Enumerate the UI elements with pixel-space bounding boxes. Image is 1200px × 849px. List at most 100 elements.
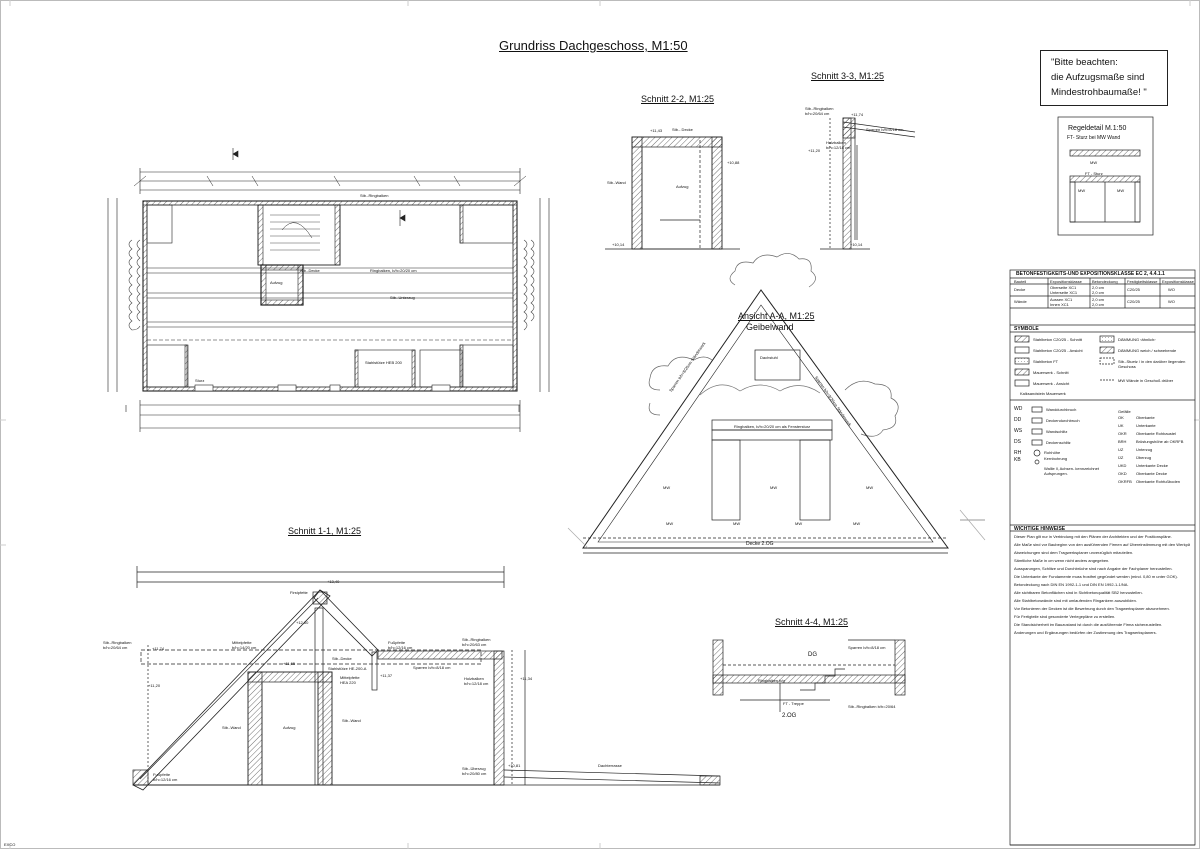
concrete-table-title: BETONFESTIGKEITS-UND EXPOSITIONSKLASSE E… <box>1016 271 1165 277</box>
s2-label: Stb.- Decke <box>672 127 693 132</box>
plan-label: Stb.-Unterzug <box>390 295 415 300</box>
elev-label: MW <box>666 521 674 526</box>
elev-label: MW <box>853 521 861 526</box>
section-4-title: Schnitt 4-4, M1:25 <box>775 617 849 627</box>
s4-label: Ringbalken b/g <box>758 678 785 683</box>
section-4-4 <box>712 639 906 712</box>
elevation-title: Ansicht A-A, M1:25 <box>738 311 815 321</box>
hint-line: Für Fertigteile sind gesonderte Verlegep… <box>1014 614 1116 619</box>
hint-line: Alle sichtbaren Betonflächen sind in Sic… <box>1014 590 1143 595</box>
detail-label-right: MW <box>1117 188 1125 193</box>
hint-line: Abweichungen sind dem Tragwerksplaner un… <box>1014 550 1134 555</box>
abbr-code: UZ <box>1118 447 1124 452</box>
table-header: Betondeckung <box>1092 279 1118 284</box>
hint-line: Die Unterkante der Fundamente muss frost… <box>1014 574 1178 579</box>
title-block <box>1009 269 1196 846</box>
s1-level: +11,37 <box>380 673 393 678</box>
section-1-title: Schnitt 1-1, M1:25 <box>288 526 362 536</box>
hint-line: Änderungen und Ergänzungen bedürfen der … <box>1014 630 1157 635</box>
s1-label: Fußpfette b/h=12/16 cm <box>153 772 178 782</box>
table-cell: C20/25 <box>1127 287 1140 292</box>
abbr-code: OKD <box>1118 471 1127 476</box>
notice-box: "Bitte beachten: die Aufzugsmaße sind Mi… <box>1040 50 1168 106</box>
elev-label: MW <box>770 485 778 490</box>
abbr-code: KB <box>1014 457 1021 463</box>
floor-plan-title: Grundriss Dachgeschoss, M1:50 <box>499 38 688 53</box>
abbr-code: OKRFB <box>1118 479 1132 484</box>
symbol-label: Stahlbeton C20/25 - Schnitt <box>1033 337 1082 342</box>
s2-level: +10,14 <box>612 242 625 247</box>
symbol-label: Kalksandstein Mauerwerk <box>1020 391 1066 396</box>
s3-label: Holzbalken b/h=12/18 cm <box>826 140 851 150</box>
elev-label: MW <box>866 485 874 490</box>
symbol-label: MW Wände in Geschoß drüber <box>1118 378 1174 383</box>
s4-label: Sparren b/h=8/18 cm <box>848 645 886 650</box>
s1-label: Aufzug <box>283 725 296 730</box>
table-cell: 2,0 cm <box>1092 285 1105 290</box>
hint-line: Alle Stahlbetonwände sind mit umlaufende… <box>1014 598 1137 603</box>
s1-label: Mittelpfette b/h=14/20 cm <box>232 640 257 650</box>
table-header: Festigkeitsklasse <box>1127 279 1158 284</box>
table-cell: 2,0 cm <box>1092 302 1105 307</box>
abbr-text: Oberkante <box>1136 415 1155 420</box>
s2-label: Stb.-Wand <box>607 180 626 185</box>
s2-label: Aufzug <box>676 184 689 189</box>
s1-level: +11,74 <box>152 646 165 651</box>
abbr-text: Deckendurchbruch <box>1046 418 1080 423</box>
abbr-text: Wallie ll, Achsen- kennzeichnet Aufsprun… <box>1044 466 1099 476</box>
s3-label: Sparren b/h=8/18 cm <box>866 127 904 132</box>
plan-label: Ringbalken, b/h=20/20 cm <box>370 268 417 273</box>
s4-label: DG <box>808 652 817 658</box>
detail-title: Regeldetail M.1:50 <box>1068 125 1127 132</box>
detail-box <box>1057 116 1154 236</box>
symbol-label: Stb.-Stuetz / in den darüber liegenden G… <box>1118 359 1186 369</box>
abbr-text: Brüstungshöhe ab OKRFB <box>1136 439 1184 444</box>
s3-level: +11,74 <box>851 112 864 117</box>
s4-label: Stb.-Ringbalken b/h=20/64 <box>848 704 896 709</box>
s3-level: +10,14 <box>850 242 863 247</box>
s1-level: +10,81 <box>508 763 521 768</box>
hint-line: Alle Maße sind vor Baubeginn von den aus… <box>1014 542 1190 547</box>
symbol-label: Mauerwerk - Schnitt <box>1033 370 1069 375</box>
detail-subtitle: FT- Sturz bei MW Wand <box>1067 135 1121 141</box>
table-cell: WO <box>1168 299 1175 304</box>
s1-label: Stb.-Ringbalken b/h=20/64 cm <box>103 640 132 650</box>
elev-label: MW <box>733 521 741 526</box>
s1-label: Stb.-Wand <box>342 718 361 723</box>
elevation-subtitle: Geibelwand <box>746 322 794 332</box>
abbr-text: Oberkante Rohfußboden <box>1136 479 1181 484</box>
table-cell: Oberseite XC1 <box>1050 285 1077 290</box>
abbr-text: Rohhöhe <box>1044 450 1061 455</box>
detail-label-left: MW <box>1078 188 1086 193</box>
abbr-text: Unterkante <box>1136 423 1156 428</box>
table-header: Expositionsklasse <box>1050 279 1082 284</box>
vegetation <box>128 239 535 331</box>
table-cell: Innen XC1 <box>1050 302 1069 307</box>
abbr-text: Wandschlitz <box>1046 429 1068 434</box>
table-header: Expositionsklasse <box>1162 279 1194 284</box>
symbol-label: Stahlbeton FT <box>1033 359 1059 364</box>
symbol-label: Mauerwerk - Ansicht <box>1033 381 1070 386</box>
elevation-a-a <box>567 253 986 554</box>
notice-line-1: "Bitte beachten: <box>1051 57 1118 68</box>
s2-level: +11,43 <box>650 128 663 133</box>
abbr-code: BRH <box>1118 439 1127 444</box>
abbr-text: Deckenschlitz <box>1046 440 1071 445</box>
s1-label: Fußpfette b/h=12/16 cm <box>388 640 413 650</box>
s1-level: +13,40 <box>327 579 340 584</box>
section-3-3 <box>820 117 916 250</box>
plan-label: Stb.-Decke <box>300 268 320 273</box>
notice-line-3: Mindestrohbaumaße! " <box>1051 87 1147 98</box>
section-2-2 <box>605 136 740 250</box>
s1-level: +11,20 <box>148 683 161 688</box>
s1-label: Firstpfette <box>290 590 308 595</box>
elev-label: MW <box>795 521 803 526</box>
symbol-label: DÄMMUNG ‹ähnlich› <box>1118 337 1156 342</box>
abbr-code: ÜZ <box>1118 455 1124 460</box>
abbr-code: OK <box>1118 415 1124 420</box>
hint-line: Die Standsicherheit im Bauzustand ist du… <box>1014 622 1163 627</box>
table-cell: Wände <box>1014 299 1027 304</box>
hint-line: Aussparungen, Schlitze und Durchbrüche s… <box>1014 566 1173 571</box>
s1-label: Stahlstütze HE-200-A <box>328 666 367 671</box>
